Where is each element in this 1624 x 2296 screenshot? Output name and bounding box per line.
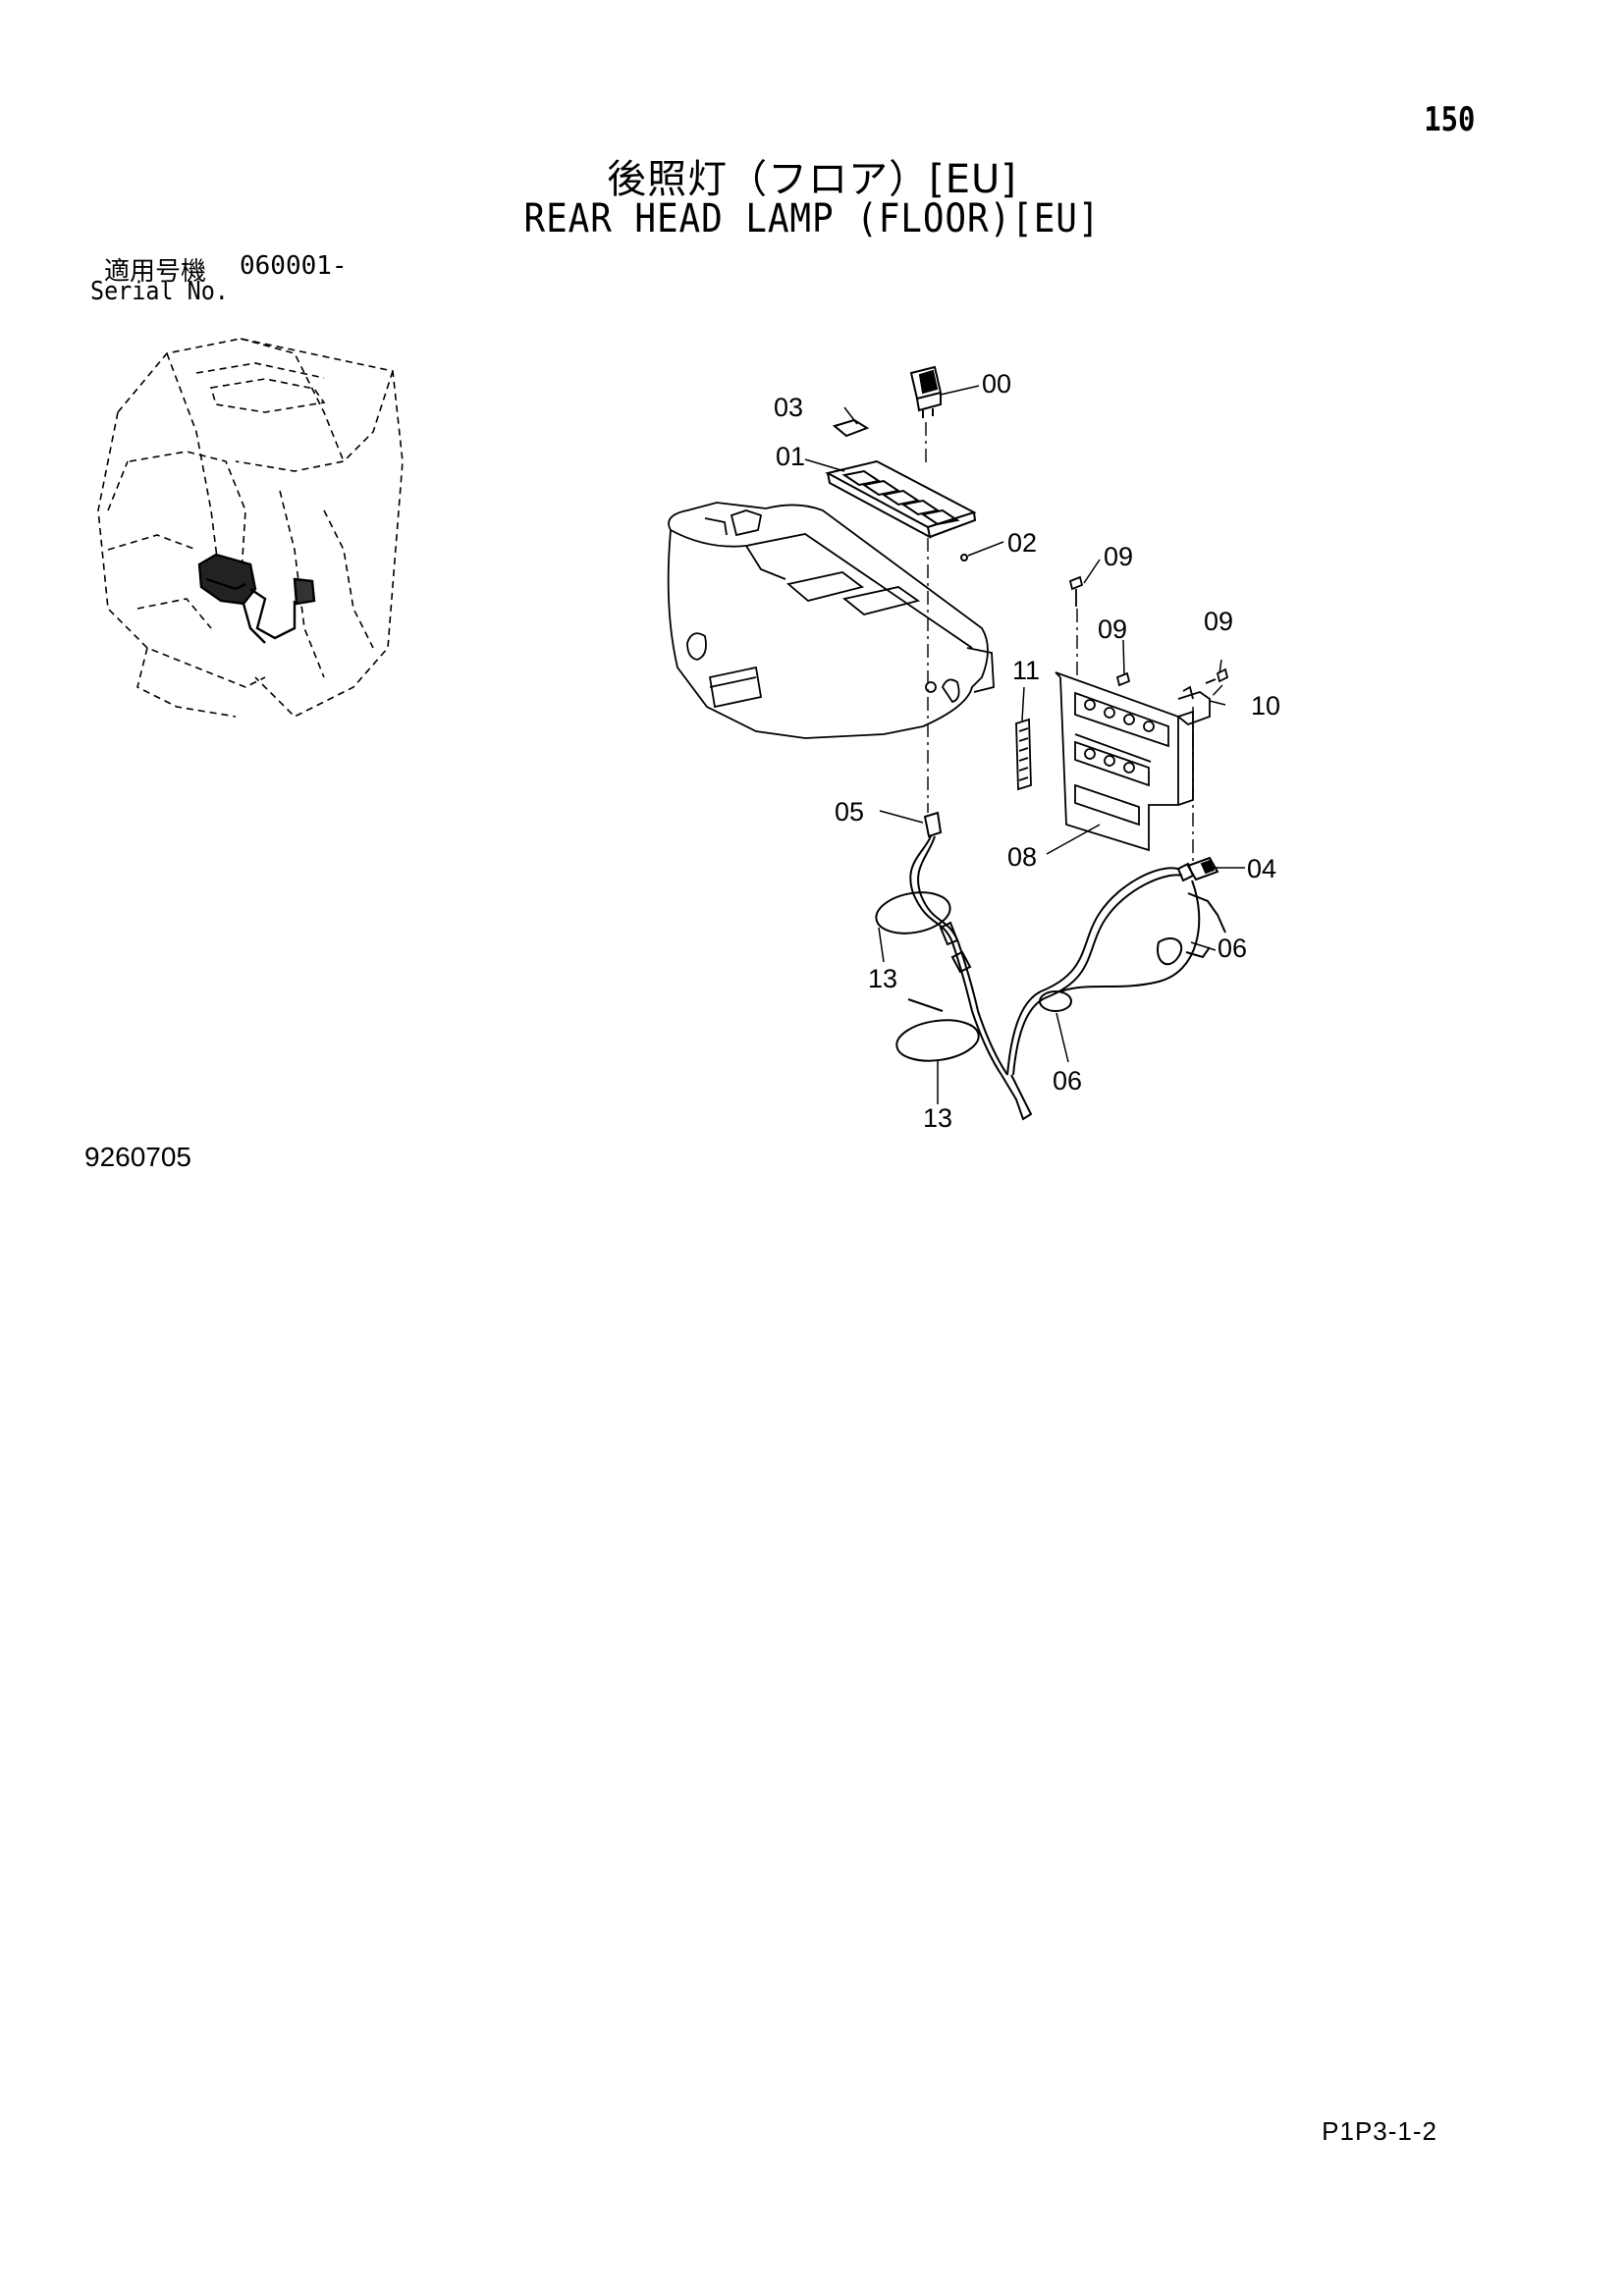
switch-00: [909, 365, 943, 418]
callout-02: 02: [1007, 528, 1037, 558]
drawing-number: 9260705: [84, 1142, 192, 1172]
title-japanese: 後照灯（フロア）[EU]: [607, 157, 1017, 202]
callout-01: 01: [776, 442, 805, 471]
serial-value: 060001-: [240, 251, 348, 281]
cab-highlight-console: [197, 553, 316, 644]
callout-09c: 09: [1204, 607, 1233, 636]
cab-overview-illustration: [97, 338, 404, 718]
wire-harness: [875, 811, 1226, 1121]
callout-11: 11: [1012, 656, 1040, 685]
serial-label-japanese: 適用号機: [104, 257, 207, 287]
part-11: [1015, 718, 1032, 791]
callout-13b: 13: [923, 1103, 952, 1133]
callout-06b: 06: [1053, 1066, 1082, 1095]
console-body: [667, 502, 995, 739]
bracket-10: [1177, 685, 1211, 726]
serial-label-english: Serial No.: [90, 277, 229, 306]
callout-09b: 09: [1098, 614, 1127, 644]
callout-05: 05: [835, 797, 864, 827]
callout-06a: 06: [1218, 934, 1247, 963]
screw-02: [960, 554, 968, 561]
switch-panel-01: [825, 459, 977, 539]
callout-03: 03: [774, 393, 803, 422]
callout-04: 04: [1247, 854, 1276, 883]
cap-03: [832, 418, 870, 438]
callout-09a: 09: [1104, 542, 1133, 571]
bracket-08: [1055, 671, 1194, 852]
page-code: P1P3-1-2: [1322, 2116, 1437, 2146]
title-english: REAR HEAD LAMP (FLOOR)[EU]: [523, 196, 1101, 241]
leader-lines: [804, 385, 1245, 1104]
callout-08: 08: [1007, 842, 1037, 872]
callout-labels: 00 01 02 03 04 05 06 06 08 09 09 09 10 1…: [774, 369, 1280, 1133]
callout-00: 00: [982, 369, 1011, 399]
callout-13a: 13: [868, 964, 897, 993]
alignment-lines: [925, 422, 1223, 864]
page-number: 150: [1423, 100, 1475, 139]
callout-10: 10: [1251, 691, 1280, 721]
